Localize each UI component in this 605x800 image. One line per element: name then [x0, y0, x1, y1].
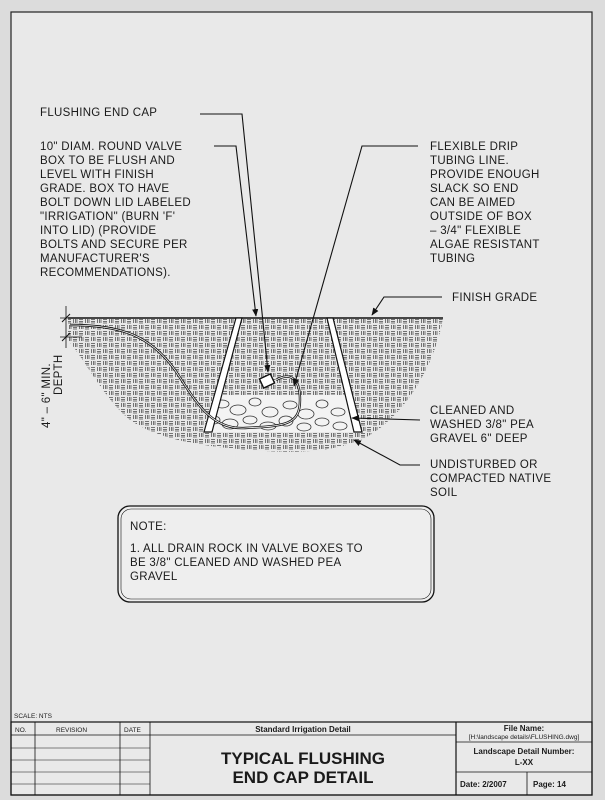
svg-text:10" DIAM. ROUND VALVE: 10" DIAM. ROUND VALVE — [40, 141, 182, 153]
svg-text:WASHED 3/8" PEA: WASHED 3/8" PEA — [430, 419, 534, 431]
detail-drawing — [60, 306, 443, 452]
svg-text:BOLTS AND SECURE PER: BOLTS AND SECURE PER — [40, 239, 188, 251]
gravel-fill — [203, 395, 358, 432]
page-number: Page: 14 — [533, 780, 566, 789]
svg-text:GRAVEL 6" DEEP: GRAVEL 6" DEEP — [430, 433, 528, 445]
svg-text:FLEXIBLE DRIP: FLEXIBLE DRIP — [430, 141, 518, 153]
svg-text:GRADE. BOX TO HAVE: GRADE. BOX TO HAVE — [40, 183, 169, 195]
detail-title-line1: TYPICAL FLUSHING — [221, 749, 385, 768]
svg-text:"IRRIGATION" (BURN 'F': "IRRIGATION" (BURN 'F' — [40, 211, 175, 223]
svg-text:SOIL: SOIL — [430, 487, 458, 499]
svg-text:PROVIDE ENOUGH: PROVIDE ENOUGH — [430, 169, 540, 181]
col-revision: REVISION — [56, 727, 87, 734]
callout-drip-tubing: FLEXIBLE DRIP TUBING LINE. PROVIDE ENOUG… — [430, 141, 540, 265]
detail-number-label: Landscape Detail Number: — [474, 747, 575, 756]
callout-valve-box: 10" DIAM. ROUND VALVE BOX TO BE FLUSH AN… — [40, 141, 191, 279]
leaders — [200, 113, 442, 466]
callout-depth: 4" – 6" MIN. DEPTH — [41, 355, 65, 428]
detail-category: Standard Irrigation Detail — [255, 725, 351, 734]
callout-pea-gravel: CLEANED AND WASHED 3/8" PEA GRAVEL 6" DE… — [430, 405, 534, 445]
callout-finish-grade: FINISH GRADE — [452, 292, 537, 304]
svg-text:TUBING: TUBING — [430, 253, 475, 265]
note-line: 1. ALL DRAIN ROCK IN VALVE BOXES TO — [130, 543, 363, 555]
svg-text:CLEANED AND: CLEANED AND — [430, 405, 514, 417]
leader-end-cap — [200, 113, 271, 373]
note-line: GRAVEL — [130, 571, 178, 583]
svg-text:TUBING LINE.: TUBING LINE. — [430, 155, 509, 167]
file-name-label: File Name: — [504, 724, 544, 733]
svg-text:INTO LID) (PROVIDE: INTO LID) (PROVIDE — [40, 225, 156, 237]
valve-box-right-wall — [326, 317, 363, 433]
svg-text:BOX TO BE FLUSH AND: BOX TO BE FLUSH AND — [40, 155, 175, 167]
title-block: SCALE: NTS NO. REVISION DATE Standard Ir… — [10, 713, 593, 796]
leader-pea-gravel — [351, 415, 421, 422]
svg-text:– 3/4" FLEXIBLE: – 3/4" FLEXIBLE — [430, 225, 521, 237]
leader-native-soil — [353, 439, 420, 466]
svg-text:4" – 6" MIN.: 4" – 6" MIN. — [41, 363, 53, 428]
svg-text:DEPTH: DEPTH — [53, 355, 65, 395]
note-heading: NOTE: — [130, 521, 167, 533]
callout-native-soil: UNDISTURBED OR COMPACTED NATIVE SOIL — [430, 459, 551, 499]
note-line: BE 3/8" CLEANED AND WASHED PEA — [130, 557, 341, 569]
svg-text:LEVEL WITH FINISH: LEVEL WITH FINISH — [40, 169, 154, 181]
svg-text:MANUFACTURER'S: MANUFACTURER'S — [40, 253, 150, 265]
drip-tubing-inner — [69, 324, 301, 429]
svg-text:COMPACTED NATIVE: COMPACTED NATIVE — [430, 473, 551, 485]
detail-number: L-XX — [515, 758, 534, 767]
svg-text:OUTSIDE OF BOX: OUTSIDE OF BOX — [430, 211, 532, 223]
leader-valve-box — [214, 145, 259, 317]
detail-title-line2: END CAP DETAIL — [232, 768, 373, 787]
file-path: [H:\landscape details\FLUSHING.dwg] — [469, 734, 580, 741]
col-date: DATE — [124, 727, 142, 734]
leader-finish-grade — [371, 296, 442, 316]
svg-text:SLACK SO END: SLACK SO END — [430, 183, 519, 195]
svg-text:BOLT DOWN LID LABELED: BOLT DOWN LID LABELED — [40, 197, 191, 209]
svg-text:UNDISTURBED OR: UNDISTURBED OR — [430, 459, 538, 471]
svg-text:CAN BE AIMED: CAN BE AIMED — [430, 197, 515, 209]
scale-label: SCALE: NTS — [14, 713, 53, 720]
valve-box-left-wall — [203, 317, 243, 433]
col-no: NO. — [15, 727, 27, 734]
leader-drip-tubing — [292, 145, 418, 387]
sheet-date: Date: 2/2007 — [460, 780, 507, 789]
flushing-end-cap — [258, 373, 276, 389]
svg-text:ALGAE RESISTANT: ALGAE RESISTANT — [430, 239, 540, 251]
svg-text:RECOMMENDATIONS).: RECOMMENDATIONS). — [40, 267, 171, 279]
callout-flushing-end-cap: FLUSHING END CAP — [40, 107, 157, 119]
note-box: NOTE: 1. ALL DRAIN ROCK IN VALVE BOXES T… — [117, 505, 435, 603]
